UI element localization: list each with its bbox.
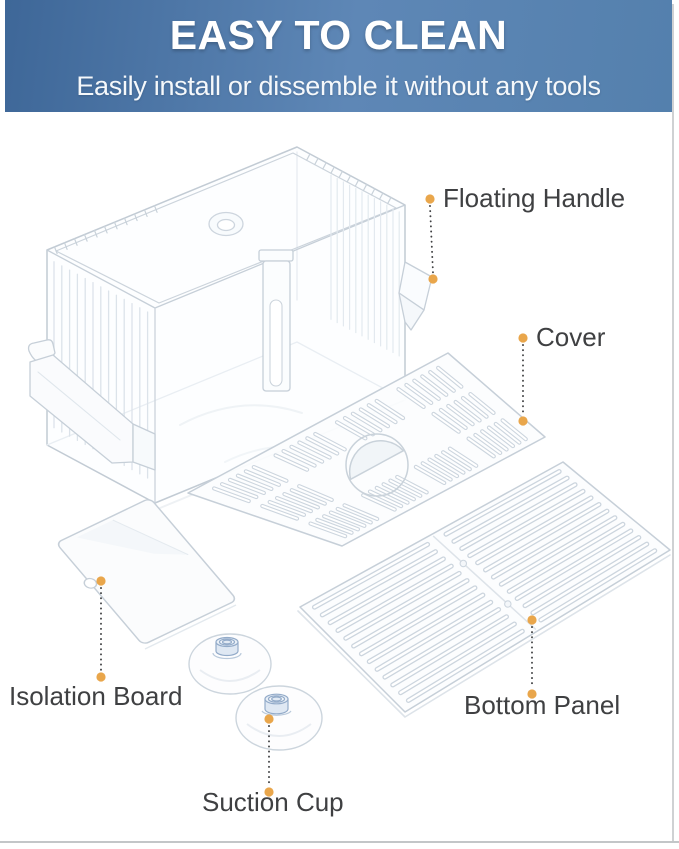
suction-cup-2-knob — [261, 693, 292, 716]
isolation-board-notch — [83, 577, 98, 589]
suction-cup-1-knob — [212, 636, 242, 660]
image-right-border — [672, 4, 674, 842]
isolation-board-part — [57, 499, 236, 644]
bottom-panel-part — [297, 461, 671, 718]
callout-dot — [518, 416, 528, 426]
label-isolation-board: Isolation Board — [9, 681, 183, 711]
callouts — [96, 194, 537, 797]
label-bottom-panel: Bottom Panel — [464, 690, 621, 720]
callout-dot — [518, 333, 528, 343]
box-back-circle — [208, 211, 244, 237]
box-divider-rail — [258, 249, 294, 392]
banner-subtitle: Easily install or dissemble it without a… — [76, 70, 601, 101]
callout-dot — [428, 274, 438, 284]
box-rim — [55, 152, 397, 304]
callout-dot — [96, 576, 106, 586]
callout-dot — [527, 689, 537, 699]
cover-slats — [212, 365, 528, 539]
label-floating-handle: Floating Handle — [443, 183, 626, 213]
box-floating-handle-flange — [398, 261, 433, 331]
callout-bottom-panel — [527, 615, 537, 699]
callout-cover — [518, 333, 528, 426]
banner-title: EASY TO CLEAN — [169, 11, 508, 58]
box-right-comb-ribs — [330, 174, 400, 357]
callout-floating-handle — [425, 194, 438, 284]
box-left-bracket — [27, 339, 156, 471]
label-cover: Cover — [536, 322, 606, 352]
callout-dot — [527, 615, 537, 625]
image-bottom-border — [0, 841, 679, 843]
callout-suction-cup — [264, 714, 274, 797]
suction-cup-1 — [188, 633, 272, 695]
cover-panel — [187, 352, 546, 547]
callout-dot — [264, 714, 274, 724]
callout-dot — [264, 787, 274, 797]
callout-dot — [96, 672, 106, 682]
banner: EASY TO CLEAN Easily install or dissembl… — [5, 0, 672, 112]
bottom-panel-slats — [311, 469, 658, 703]
suction-cup-2 — [235, 685, 323, 751]
box-rim-comb-teeth — [53, 153, 392, 255]
callout-isolation-board — [96, 576, 106, 682]
bottom-panel-seam — [432, 535, 537, 630]
label-suction-cup: Suction Cup — [202, 787, 344, 817]
callout-dot — [425, 194, 435, 204]
cover-flip-handle — [345, 433, 409, 497]
